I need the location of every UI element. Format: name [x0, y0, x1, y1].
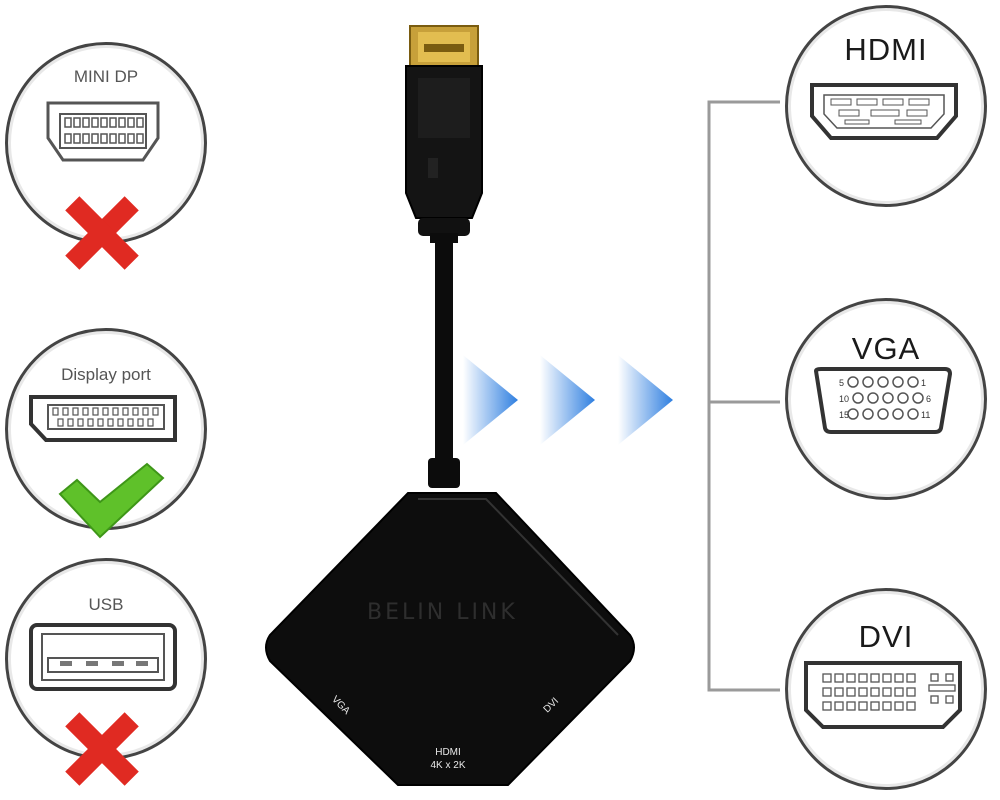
vga-pin-number: 11: [921, 410, 930, 420]
adapter-body: [265, 492, 635, 786]
vga-pin-number: 6: [926, 394, 931, 404]
adapter-hdmi-resolution-label: 4K x 2K: [430, 760, 466, 771]
vga-pin-number: 15: [839, 410, 849, 420]
output-bracket: [707, 100, 780, 692]
vga-port-icon: 5 1 10 6 15 11: [813, 367, 953, 434]
displayport-port-icon: [29, 395, 177, 442]
adapter-brand-text: BELIN LINK: [367, 600, 518, 625]
arrow-right-icon: [463, 355, 518, 445]
red-x-icon: [65, 712, 139, 786]
arrow-right-icon: [618, 355, 673, 445]
displayport-plug-icon: [405, 25, 483, 488]
mini-dp-label: MINI DP: [73, 67, 139, 86]
adapter-hdmi-port-label: HDMI: [435, 747, 461, 758]
vga-pin-number: 10: [839, 394, 849, 404]
hdmi-label: HDMI: [844, 32, 928, 67]
hdmi-port-icon: [810, 83, 958, 140]
mini-dp-circle: MINI DP: [5, 42, 207, 244]
green-check-icon: [58, 462, 165, 539]
mini-dp-port-icon: [46, 101, 160, 162]
dvi-label: DVI: [858, 619, 914, 654]
vga-label: VGA: [851, 331, 921, 366]
red-x-icon: [65, 196, 139, 270]
usb-label: USB: [88, 595, 124, 614]
vga-pin-number: 5: [839, 378, 844, 388]
dvi-port-icon: [804, 661, 962, 729]
vga-pin-number: 1: [921, 378, 926, 388]
displayport-label: Display port: [61, 365, 151, 384]
arrow-right-icon: [540, 355, 595, 445]
usb-port-icon: [29, 623, 177, 691]
arrows-group: [463, 355, 673, 445]
